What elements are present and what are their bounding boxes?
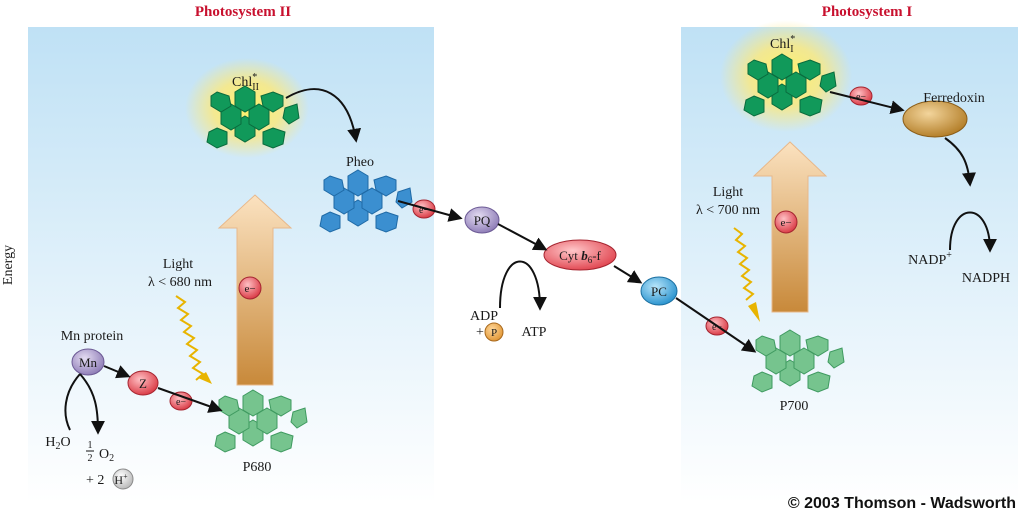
light-ps1-label: Light	[713, 185, 743, 200]
lambda-ps1-label: λ < 700 nm	[696, 203, 760, 218]
h2o-label: H2O	[45, 435, 70, 452]
h-plus-badge: H+	[112, 468, 134, 490]
chl2-label: Chl*II	[232, 72, 259, 93]
adp-label: ADP	[470, 309, 498, 324]
light-ray-ps2-head	[198, 372, 212, 384]
svg-text:PQ: PQ	[474, 213, 491, 228]
cyt-b6f-complex: Cyt b6-f	[543, 239, 617, 271]
plus-label: +	[476, 325, 484, 340]
svg-text:e−: e−	[244, 283, 255, 295]
ferredoxin-carrier	[902, 100, 968, 138]
pc-carrier: PC	[640, 276, 678, 306]
photosystem-ii-title: Photosystem II	[195, 4, 291, 20]
svg-text:1: 1	[88, 440, 93, 451]
arrow-pq-cyt	[497, 223, 548, 251]
arrow-cyt-pc	[613, 265, 643, 284]
electron-ps2-arrow: e−	[238, 276, 262, 300]
two-h-label: + 2	[86, 473, 104, 488]
svg-text:PC: PC	[651, 284, 667, 299]
electron-ps1-arrow: e−	[774, 210, 798, 234]
electron-z-p680: e−	[169, 391, 193, 411]
arrow-z-p680	[157, 387, 223, 413]
photosystem-i-title: Photosystem I	[822, 4, 913, 20]
phosphate-badge: P	[484, 322, 504, 342]
svg-text:e−: e−	[856, 92, 866, 103]
svg-text:P: P	[491, 327, 497, 339]
nadp-label: NADP+	[908, 250, 952, 268]
copyright-text: © 2003 Thomson - Wadsworth	[788, 495, 1016, 512]
pq-carrier: PQ	[464, 206, 500, 234]
arrow-h2o-branch	[64, 373, 81, 431]
mn-cluster: Mn	[71, 348, 105, 376]
svg-text:2: 2	[88, 453, 93, 464]
light-ray-ps1	[733, 227, 755, 301]
z-donor: Z	[127, 370, 159, 396]
arrow-adp-atp	[499, 260, 547, 311]
light-ray-ps1-head	[748, 302, 760, 322]
ferredoxin-label: Ferredoxin	[923, 91, 984, 106]
chl1-label: Chl*I	[770, 34, 795, 55]
arrow-ferredoxin-down	[944, 137, 976, 187]
svg-text:e−: e−	[780, 217, 791, 229]
svg-text:Mn: Mn	[79, 355, 98, 370]
p700-label: P700	[780, 399, 809, 414]
arrow-chl2-pheo	[285, 88, 362, 143]
arrow-pheo-pq	[397, 200, 463, 222]
nadph-label: NADPH	[962, 271, 1010, 286]
light-ps2-label: Light	[163, 257, 193, 272]
svg-text:e−: e−	[712, 322, 722, 333]
arrow-mn-z	[103, 365, 131, 379]
p680-label: P680	[243, 460, 272, 475]
svg-text:e−: e−	[419, 205, 429, 216]
energy-axis-label: Energy	[1, 245, 16, 285]
arrow-o2-branch	[79, 373, 105, 435]
arrow-chl1-ferredoxin	[829, 91, 905, 115]
arrow-nadp-nadph	[949, 211, 997, 253]
lambda-ps2-label: λ < 680 nm	[148, 275, 212, 290]
svg-text:Z: Z	[139, 376, 147, 391]
pheo-label: Pheo	[346, 155, 374, 170]
mn-protein-label: Mn protein	[61, 329, 124, 344]
atp-label: ATP	[522, 325, 547, 340]
arrow-pc-p700	[675, 297, 757, 353]
light-ray-ps2	[175, 295, 205, 381]
svg-text:e−: e−	[176, 397, 186, 408]
cyt-label: Cyt b6-f	[559, 248, 601, 265]
